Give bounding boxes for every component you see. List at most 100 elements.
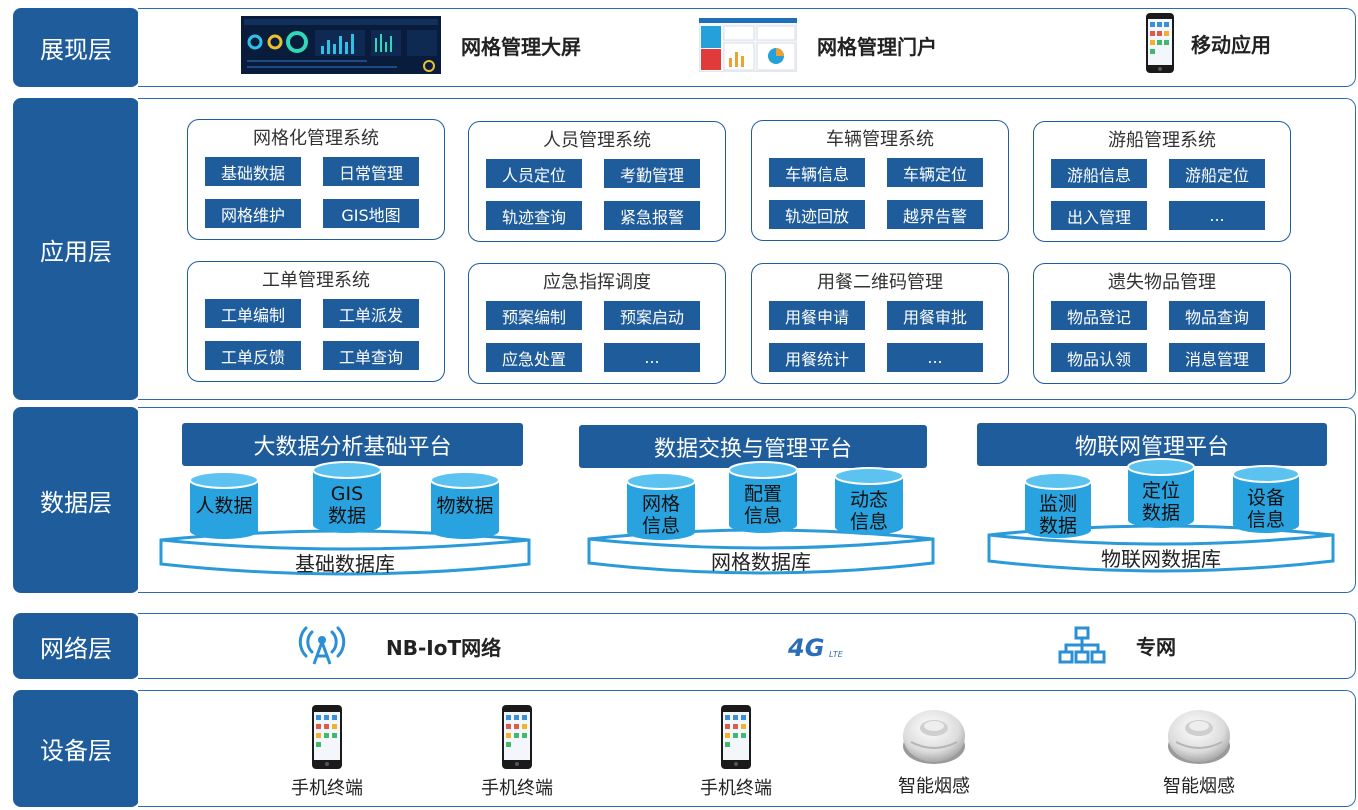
app-button[interactable]: 网格维护	[205, 199, 301, 228]
app-button[interactable]: 轨迹查询	[486, 201, 582, 230]
network-item-4g: 4G LTE	[788, 632, 852, 662]
database-cylinder-icon	[312, 461, 382, 533]
database-cylinder-icon	[834, 467, 904, 535]
cylinder-label: 动态信息	[849, 489, 888, 533]
app-box-meal-qrcode: 用餐二维码管理 用餐申请 用餐审批 用餐统计 ...	[751, 263, 1009, 384]
4g-lte-icon: 4G LTE	[788, 634, 844, 662]
app-button[interactable]: 预案编制	[486, 301, 582, 330]
app-button[interactable]: 出入管理	[1051, 201, 1147, 230]
app-button[interactable]: 车辆定位	[887, 158, 983, 187]
display-item-label: 网格管理门户	[817, 34, 937, 59]
device-label: 手机终端	[700, 778, 772, 799]
smartphone-icon	[502, 705, 532, 769]
display-item-label: 网格管理大屏	[461, 34, 581, 59]
layer-label-application: 应用层	[13, 98, 139, 400]
display-item-bigscreen: 网格管理大屏	[241, 16, 581, 74]
app-button[interactable]: 车辆信息	[769, 158, 865, 187]
cylinder-label: 网格信息	[641, 493, 680, 537]
app-button[interactable]: ...	[1169, 201, 1265, 230]
app-button[interactable]: 游船定位	[1169, 159, 1265, 188]
cylinder-label: 监测数据	[1038, 493, 1077, 537]
app-button[interactable]: 轨迹回放	[769, 200, 865, 229]
app-title: 网格化管理系统	[253, 128, 379, 149]
app-button[interactable]: 越界告警	[887, 200, 983, 229]
app-button[interactable]: 游船信息	[1051, 159, 1147, 188]
app-box-vehicle-management: 车辆管理系统 车辆信息 车辆定位 轨迹回放 越界告警	[751, 120, 1009, 241]
database-cylinder-icon	[1024, 472, 1092, 538]
app-button[interactable]: 紧急报警	[604, 201, 700, 230]
network-item-label: 专网	[1136, 634, 1176, 659]
app-button[interactable]: ...	[887, 343, 983, 372]
device-label: 手机终端	[291, 778, 363, 799]
app-button[interactable]: 工单反馈	[205, 341, 301, 370]
app-box-grid-management: 网格化管理系统 基础数据 日常管理 网格维护 GIS地图	[187, 119, 445, 240]
app-button[interactable]: 工单派发	[323, 299, 419, 328]
layer-label-data: 数据层	[13, 407, 139, 593]
app-box-emergency-command: 应急指挥调度 预案编制 预案启动 应急处置 ...	[468, 263, 726, 384]
app-button[interactable]: 日常管理	[323, 157, 419, 186]
dashboard-screenshot-icon	[241, 16, 441, 74]
database-label: 基础数据库	[295, 552, 395, 576]
portal-screenshot-icon	[699, 18, 797, 72]
device-label: 智能烟感	[1163, 776, 1235, 797]
network-layer-panel	[138, 613, 1356, 679]
svg-text:LTE: LTE	[829, 650, 844, 659]
database-cylinder-icon	[189, 471, 259, 539]
layer-label-network: 网络层	[13, 613, 139, 679]
device-label: 手机终端	[481, 778, 553, 799]
database-cylinder-icon	[1232, 465, 1300, 533]
database-base-shape	[587, 528, 935, 575]
app-button[interactable]: 基础数据	[205, 157, 301, 186]
app-button[interactable]: ...	[604, 343, 700, 372]
database-label: 物联网数据库	[1101, 547, 1221, 571]
cylinder-label: 人数据	[195, 495, 253, 517]
app-button[interactable]: 物品登记	[1051, 301, 1147, 330]
app-button[interactable]: 物品认领	[1051, 343, 1147, 372]
cylinder-label: 设备信息	[1246, 487, 1285, 531]
display-item-mobile: 移动应用	[1145, 12, 1271, 74]
app-title: 车辆管理系统	[826, 129, 934, 150]
app-button[interactable]: 人员定位	[486, 159, 582, 188]
app-button[interactable]: 工单查询	[323, 341, 419, 370]
app-button[interactable]: 预案启动	[604, 301, 700, 330]
database-cylinder-icon	[1127, 458, 1195, 528]
database-base-shape	[159, 529, 531, 576]
app-button[interactable]: 用餐审批	[887, 301, 983, 330]
app-title: 用餐二维码管理	[817, 272, 943, 293]
app-button[interactable]: 物品查询	[1169, 301, 1265, 330]
cylinder-label: 物数据	[436, 495, 494, 517]
database-label: 网格数据库	[711, 550, 811, 574]
svg-text:4G: 4G	[788, 634, 824, 662]
app-title: 工单管理系统	[262, 270, 370, 291]
smartphone-icon	[721, 705, 751, 769]
network-item-label: NB-IoT网络	[386, 635, 502, 660]
app-button[interactable]: 消息管理	[1169, 343, 1265, 372]
cylinder-label: 配置信息	[743, 483, 782, 527]
layer-label-display: 展现层	[13, 8, 139, 87]
antenna-icon	[298, 626, 346, 665]
app-box-boat-management: 游船管理系统 游船信息 游船定位 出入管理 ...	[1033, 121, 1291, 242]
app-title: 人员管理系统	[543, 130, 651, 151]
app-button[interactable]: 用餐统计	[769, 343, 865, 372]
device-item: 手机终端	[691, 704, 781, 800]
app-button[interactable]: 工单编制	[205, 299, 301, 328]
app-button[interactable]: 考勤管理	[604, 159, 700, 188]
device-item: 智能烟感	[886, 706, 982, 798]
platform-bar: 大数据分析基础平台	[182, 423, 523, 466]
device-item: 手机终端	[282, 704, 372, 800]
cylinder-label: 定位数据	[1141, 480, 1180, 524]
app-title: 游船管理系统	[1108, 130, 1216, 151]
smartphone-icon	[1146, 13, 1174, 73]
platform-bar: 数据交换与管理平台	[579, 425, 927, 468]
platform-bar: 物联网管理平台	[977, 423, 1327, 466]
network-topology-icon	[1058, 626, 1106, 664]
smoke-detector-icon	[903, 710, 965, 764]
display-item-portal: 网格管理门户	[699, 18, 937, 72]
device-label: 智能烟感	[898, 776, 970, 797]
database-base-shape	[987, 524, 1335, 573]
app-button[interactable]: GIS地图	[323, 199, 419, 228]
app-box-personnel-management: 人员管理系统 人员定位 考勤管理 轨迹查询 紧急报警	[468, 121, 726, 242]
app-button[interactable]: 用餐申请	[769, 301, 865, 330]
app-button[interactable]: 应急处置	[486, 343, 582, 372]
